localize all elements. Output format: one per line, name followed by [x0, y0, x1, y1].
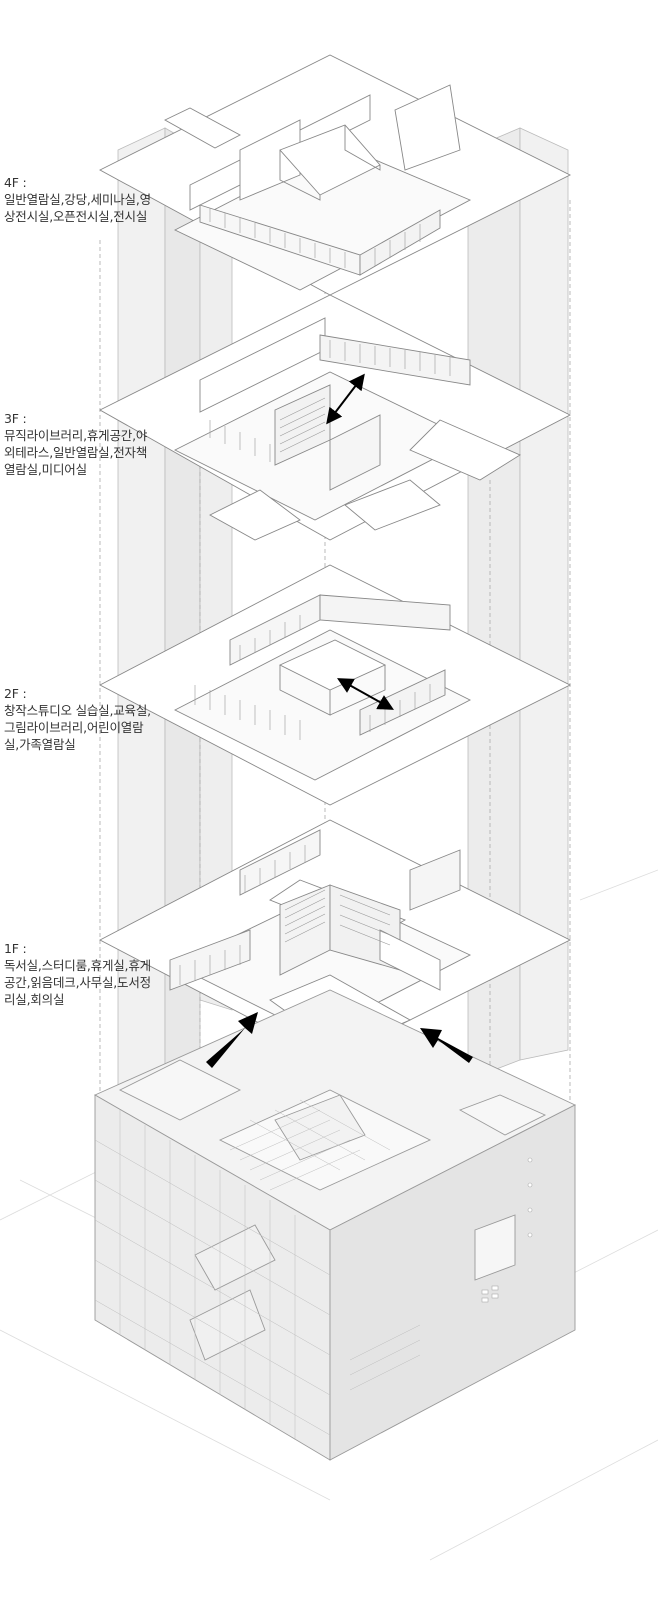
floor-label-1f: 1F : 독서실,스터디룸,휴게실,휴게공간,읽음데크,사무실,도서정리실,회의…	[4, 940, 154, 1008]
ground-building-windows	[481, 1157, 533, 1303]
floor-name: 2F :	[4, 686, 27, 701]
floor-2-slab	[99, 564, 572, 806]
floor-4-glazing	[209, 208, 421, 268]
vertical-cores	[117, 127, 569, 1101]
floor-rooms: 창작스튜디오 실습실,교육실, 그림라이브러리,어린이열람실,가족열람실	[4, 703, 151, 752]
floor-label-4f: 4F : 일반열람실,강당,세미나실,영상전시실,오픈전시실,전시실	[4, 174, 154, 225]
floor-name: 4F :	[4, 175, 27, 190]
circulation-arrow-icon	[326, 373, 394, 710]
floor-rooms: 독서실,스터디룸,휴게실,휴게공간,읽음데크,사무실,도서정리실,회의실	[4, 958, 151, 1007]
floor-rooms: 뮤직라이브러리,휴게공간,야외테라스,일반열람실,전자책열람실,미디어실	[4, 428, 148, 477]
floor-2-glazing	[194, 615, 431, 740]
floor-name: 3F :	[4, 411, 27, 426]
floor-rooms: 일반열람실,강당,세미나실,영상전시실,오픈전시실,전시실	[4, 192, 151, 224]
floor-4-slab	[99, 54, 572, 296]
floor-3-glazing	[209, 340, 451, 462]
floor-label-2f: 2F : 창작스튜디오 실습실,교육실, 그림라이브러리,어린이열람실,가족열람…	[4, 685, 154, 753]
entrance-arrow-icon	[206, 1012, 473, 1068]
floor-1-glazing	[179, 845, 391, 985]
floor-label-3f: 3F : 뮤직라이브러리,휴게공간,야외테라스,일반열람실,전자책열람실,미디어…	[4, 410, 154, 478]
floor-1-slab	[99, 819, 572, 1061]
ground-building-facade-grid	[94, 1099, 421, 1440]
floor-name: 1F :	[4, 941, 27, 956]
